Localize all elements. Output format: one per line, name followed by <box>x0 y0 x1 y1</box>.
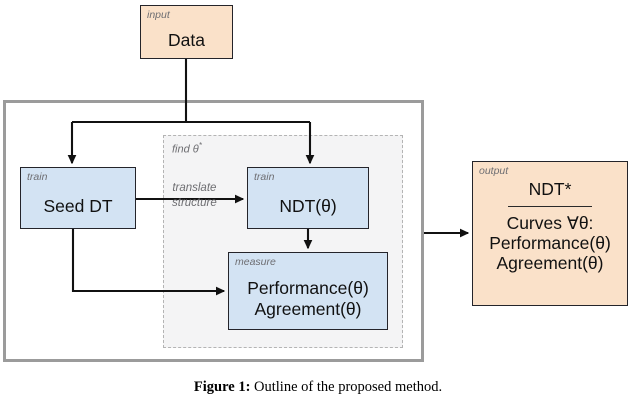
node-output-title: NDT* <box>528 178 572 199</box>
node-output-divider <box>508 205 592 207</box>
edge-label-translate-line2: structure <box>172 196 217 209</box>
find-theta-group-label: find θ* <box>172 141 202 156</box>
node-output-performance: Performance(θ) <box>489 233 611 254</box>
node-data: input Data <box>140 5 233 59</box>
node-seed-dt-tag: train <box>27 171 48 183</box>
figure-caption: Figure 1: Outline of the proposed method… <box>0 379 636 396</box>
node-data-body: Data <box>141 22 232 58</box>
method-container <box>3 100 424 362</box>
node-ndt-theta-tag: train <box>254 171 275 183</box>
figure-caption-text: Outline of the proposed method. <box>250 379 443 395</box>
edge-label-translate-line1: translate <box>172 182 217 194</box>
find-theta-group-label-text: find θ <box>172 143 199 156</box>
node-ndt-theta-title: NDT(θ) <box>279 195 337 216</box>
node-seed-dt-body: Seed DT <box>21 184 135 228</box>
node-output-curves: Curves ∀θ: <box>506 212 594 233</box>
node-seed-dt-title: Seed DT <box>43 195 113 216</box>
node-output: output NDT* Curves ∀θ: Performance(θ) Ag… <box>472 161 628 306</box>
edge-label-translate-structure: translate structure <box>172 181 217 210</box>
node-output-agreement: Agreement(θ) <box>496 253 604 274</box>
node-measure: measure Performance(θ) Agreement(θ) <box>228 252 388 330</box>
node-output-body: NDT* Curves ∀θ: Performance(θ) Agreement… <box>473 178 627 305</box>
node-output-tag: output <box>479 165 509 177</box>
node-data-tag: input <box>147 9 170 21</box>
node-data-title: Data <box>168 29 205 50</box>
node-measure-tag: measure <box>235 256 276 268</box>
node-measure-body: Performance(θ) Agreement(θ) <box>229 269 387 329</box>
figure-caption-label: Figure 1: <box>193 379 251 395</box>
node-measure-agreement: Agreement(θ) <box>254 298 362 319</box>
node-ndt-theta-body: NDT(θ) <box>248 184 368 228</box>
find-theta-superscript: * <box>198 141 202 150</box>
node-ndt-theta: train NDT(θ) <box>247 167 369 229</box>
node-seed-dt: train Seed DT <box>20 167 136 229</box>
node-measure-performance: Performance(θ) <box>247 278 369 299</box>
